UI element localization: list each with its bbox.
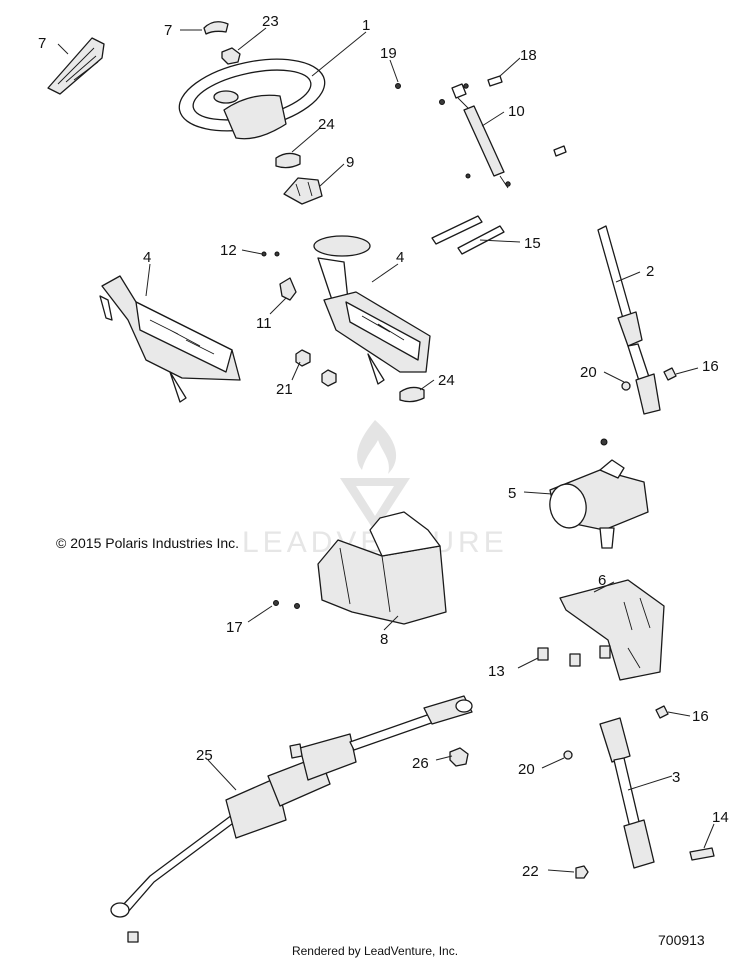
part-24-cap-top[interactable] xyxy=(275,152,301,169)
part-16-bolt-lower[interactable] xyxy=(655,705,669,719)
part-16-bolt-upper[interactable] xyxy=(663,367,677,381)
callout-10: 10 xyxy=(508,103,525,120)
callout-22: 22 xyxy=(522,863,539,880)
callout-7-left: 7 xyxy=(38,35,46,52)
part-1-steering-wheel[interactable] xyxy=(173,47,331,142)
part-2-steering-shaft[interactable] xyxy=(597,225,661,415)
diagram-id: 700913 xyxy=(658,932,705,948)
part-13-bolts[interactable] xyxy=(537,645,611,667)
leader-lines xyxy=(57,27,715,873)
part-19-nut[interactable] xyxy=(395,83,401,89)
callout-11: 11 xyxy=(256,315,272,332)
callout-25: 25 xyxy=(196,747,213,764)
callout-15: 15 xyxy=(524,235,541,252)
part-22-nut[interactable] xyxy=(575,865,589,879)
part-20-washer-lower[interactable] xyxy=(563,750,573,760)
callout-labels: 7 7 23 1 19 18 10 24 9 15 12 11 4 4 21 2… xyxy=(38,13,729,880)
callout-12: 12 xyxy=(220,242,237,259)
callout-5: 5 xyxy=(508,485,516,502)
part-9-bracket[interactable] xyxy=(283,177,323,205)
callout-20-lower: 20 xyxy=(518,761,535,778)
part-8-steering-cover[interactable] xyxy=(317,511,447,625)
part-18-bolt[interactable] xyxy=(487,75,503,87)
part-7-bezel-top[interactable] xyxy=(203,21,229,35)
callout-26: 26 xyxy=(412,755,429,772)
callout-4-left: 4 xyxy=(143,249,151,266)
part-23-nut[interactable] xyxy=(221,47,241,65)
part-14-bolt[interactable] xyxy=(689,847,715,861)
callout-14: 14 xyxy=(712,809,729,826)
nut-lower-center[interactable] xyxy=(321,369,337,387)
footer-credit: Rendered by LeadVenture, Inc. xyxy=(291,944,459,958)
callout-19: 19 xyxy=(380,45,397,62)
callout-8: 8 xyxy=(380,631,388,648)
part-17-screws[interactable] xyxy=(273,600,300,609)
part-20-washer-upper[interactable] xyxy=(621,381,631,391)
callout-1: 1 xyxy=(362,17,370,34)
part-3-intermediate-shaft[interactable] xyxy=(599,717,655,869)
part-5-eps-motor[interactable] xyxy=(546,438,649,549)
part-21-nut[interactable] xyxy=(295,349,311,367)
copyright-text: © 2015 Polaris Industries Inc. xyxy=(56,535,240,551)
part-26-nut[interactable] xyxy=(449,747,469,767)
callout-21: 21 xyxy=(276,381,293,398)
callout-6: 6 xyxy=(598,572,606,589)
callout-4-right: 4 xyxy=(396,249,404,266)
callout-16-lower: 16 xyxy=(692,708,709,725)
callout-24-top: 24 xyxy=(318,116,335,133)
part-4-bracket-right[interactable] xyxy=(313,235,431,385)
callout-13: 13 xyxy=(488,663,505,680)
part-7-cover-left[interactable] xyxy=(47,37,105,95)
callout-7-top: 7 xyxy=(164,22,172,39)
part-10-damper[interactable] xyxy=(439,83,511,189)
part-24-cap-lower[interactable] xyxy=(399,386,425,403)
callout-17: 17 xyxy=(226,619,243,636)
part-12-screws[interactable] xyxy=(261,251,280,257)
bolt-small-right[interactable] xyxy=(553,145,567,157)
part-6-mount-bracket[interactable] xyxy=(559,579,665,681)
part-25-steering-rack[interactable] xyxy=(110,695,473,943)
callout-23: 23 xyxy=(262,13,279,30)
callout-24-lower: 24 xyxy=(438,372,455,389)
part-15-long-bolts[interactable] xyxy=(431,215,505,255)
callout-20-upper: 20 xyxy=(580,364,597,381)
part-4-bracket-left[interactable] xyxy=(99,275,241,403)
callout-3: 3 xyxy=(672,769,680,786)
callout-2: 2 xyxy=(646,263,654,280)
callout-16-upper: 16 xyxy=(702,358,719,375)
part-11-sensor[interactable] xyxy=(279,277,297,301)
callout-9: 9 xyxy=(346,154,354,171)
callout-18: 18 xyxy=(520,47,537,64)
